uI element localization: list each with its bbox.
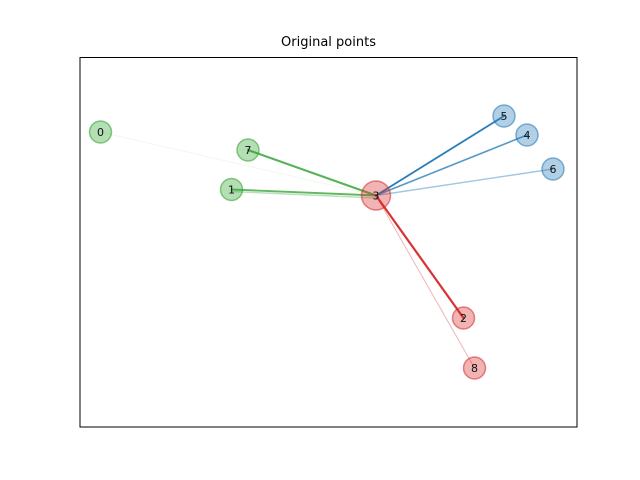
point-label-6: 6 — [550, 163, 557, 176]
point-4 — [515, 123, 539, 147]
edge-3-6 — [375, 168, 554, 197]
point-label-1: 1 — [228, 183, 235, 196]
point-label-7: 7 — [245, 144, 252, 157]
point-7 — [236, 138, 260, 162]
edge-3-5 — [375, 115, 505, 197]
point-label-5: 5 — [501, 110, 508, 123]
point-3 — [360, 180, 392, 211]
axes-frame — [79, 57, 578, 428]
edge-7-3 — [246, 148, 378, 197]
point-2 — [451, 306, 476, 330]
edge-1-3 — [230, 188, 377, 197]
edge-0-3 — [100, 131, 377, 196]
edge-3-4 — [375, 134, 528, 197]
edge-3-8 — [375, 195, 475, 369]
point-label-3: 3 — [373, 189, 380, 202]
point-label-4: 4 — [524, 129, 531, 142]
chart-title: Original points — [281, 35, 376, 50]
point-1 — [219, 177, 244, 202]
edge-1-3 — [230, 190, 377, 199]
point-6 — [541, 157, 565, 181]
point-label-2: 2 — [460, 312, 467, 325]
point-label-8: 8 — [471, 362, 478, 375]
point-5 — [492, 104, 516, 128]
edge-3-2 — [374, 194, 465, 320]
point-8 — [462, 356, 487, 380]
point-label-0: 0 — [97, 126, 104, 139]
point-0 — [88, 120, 113, 144]
